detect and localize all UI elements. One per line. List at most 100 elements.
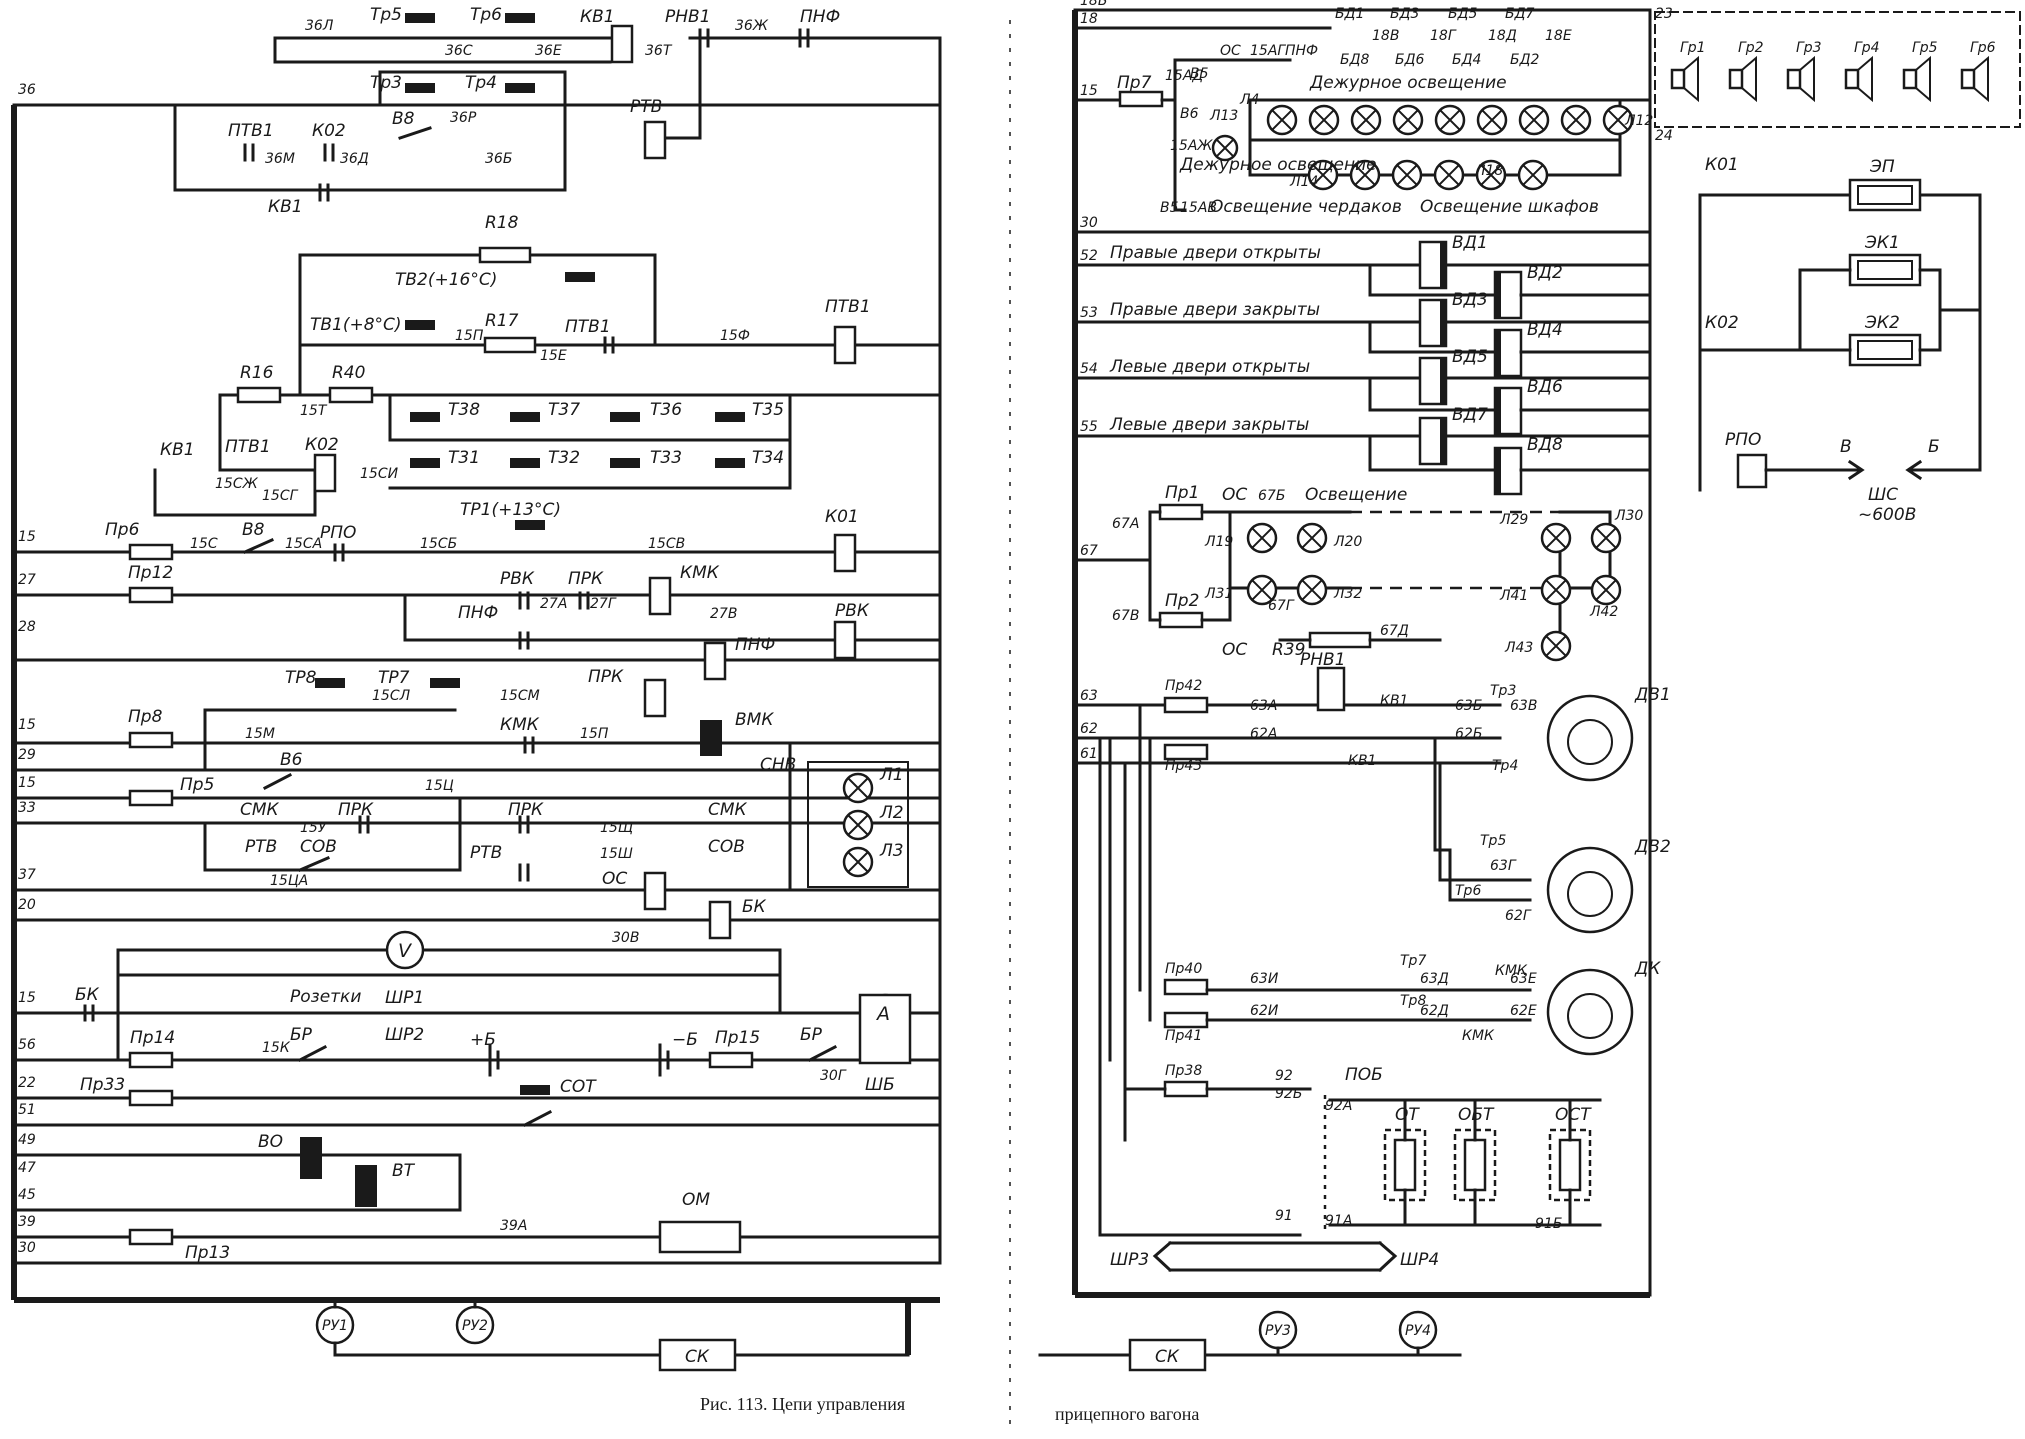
loudspeaker-label-Гр6: Гр6: [1970, 40, 1996, 56]
label-t31: Т31: [448, 448, 480, 468]
loudspeaker-label-Гр3: Гр3: [1796, 40, 1822, 56]
wire-label-30: 15Щ: [600, 820, 633, 836]
label-term-v: В: [1840, 437, 1852, 457]
attic-lamp-2: [1391, 159, 1423, 191]
top-wire-1: 15АЖ: [1170, 138, 1213, 154]
label-vo: ВО: [258, 1132, 283, 1152]
label-sot: СОТ: [560, 1077, 597, 1097]
loudspeaker-label-Гр2: Гр2: [1738, 40, 1764, 56]
bd-БД6: БД6: [1395, 52, 1425, 68]
contact-prk-a: ПРК: [338, 800, 374, 820]
fuse-pr33: [128, 1089, 174, 1107]
wire-number-51: 51: [18, 1102, 36, 1118]
duty-lamp-3: [1392, 104, 1424, 136]
motor-fuse-4: Пр38: [1165, 1063, 1202, 1079]
heater-circuit: [1698, 178, 1982, 492]
door-caption-0: Правые двери открыты: [1110, 243, 1321, 263]
motor-fuse-1: Пр43: [1165, 758, 1202, 774]
main-lamp-label-Л31: Л31: [1204, 586, 1233, 602]
motor-fuse-0: Пр42: [1165, 678, 1202, 694]
label-sockets: Розетки: [290, 987, 361, 1007]
motor-wire-12: 62Е: [1510, 1003, 1537, 1019]
wire-label-7: 36Д: [340, 151, 369, 167]
label-tr6: Тр6: [470, 5, 502, 25]
wire-number-30: 30: [18, 1240, 36, 1256]
left-lamps: [842, 772, 874, 878]
relay-os: [643, 871, 667, 911]
label-rtv: РТВ: [630, 97, 662, 117]
label-sw-v6: В6: [280, 750, 303, 770]
label-r16: R16: [240, 363, 274, 383]
motor-wire-11: 63Е: [1510, 971, 1537, 987]
label-l4: Л4: [1239, 92, 1259, 108]
label-rvk: РВК: [835, 601, 870, 621]
caption-left: Рис. 113. Цепи управления: [700, 1394, 905, 1414]
wire-number-37: 37: [18, 867, 36, 883]
motor-wire-1: 62А: [1250, 726, 1277, 742]
fuse-pr13: [128, 1228, 174, 1246]
right-wire-67: 67: [1080, 543, 1098, 559]
contact-rtv-a: РТВ: [245, 837, 277, 857]
label-tr4: Тр4: [465, 73, 497, 93]
label-pr8: Пр8: [128, 707, 163, 727]
main-contact-1: ОС: [1222, 640, 1247, 660]
main-wire-3: 67Г: [1268, 598, 1295, 614]
motor-wire-4: 62Б: [1455, 726, 1482, 742]
wire-number-39: 39: [18, 1214, 36, 1230]
contact-kv1: КВ1: [268, 197, 303, 217]
left-fuses: [128, 543, 754, 1246]
contact-pnf-top: ПНФ: [800, 7, 840, 27]
wire-label-1: 36С: [445, 43, 473, 59]
label-pr2: Пр2: [1165, 591, 1199, 611]
wire-label-29: 15Ш: [600, 846, 633, 862]
label-k01-heater: К01: [1705, 155, 1739, 175]
label-ot: ОТ: [1395, 1105, 1420, 1125]
wire-number-20: 20: [18, 897, 36, 913]
wire-number-45: 45: [18, 1187, 36, 1203]
main-lamp-label-Л20: Л20: [1333, 534, 1362, 550]
label-kv1: КВ1: [580, 7, 615, 27]
relay-kmk: [648, 576, 672, 616]
fuse-pr14: [128, 1051, 174, 1069]
left-switches: [243, 126, 838, 1128]
wire-label-17: 15СА: [285, 536, 322, 552]
loudspeaker-Гр2: [1728, 55, 1757, 103]
left-relays: [300, 24, 857, 1254]
label-t36: Т36: [650, 400, 682, 420]
bd-БД5: БД5: [1448, 6, 1478, 22]
wire-number-15: 15: [18, 775, 36, 791]
relay-pnf: [703, 641, 727, 681]
motor-thermo-1: Тр4: [1492, 758, 1518, 774]
caption-duty-1: Дежурное освещение: [1309, 73, 1507, 93]
motor-wire-6: 62Г: [1505, 908, 1532, 924]
relay-k02: [313, 453, 337, 493]
label-ek2: ЭК2: [1864, 313, 1900, 333]
main-lamp-Л20: [1296, 522, 1328, 554]
sk-right: [1128, 1338, 1207, 1372]
main-lamp-Л31: [1246, 574, 1278, 606]
right-wire-18: 18: [1080, 11, 1098, 27]
fuse-pr15: [708, 1051, 754, 1069]
main-lamp-Л43: [1540, 630, 1572, 662]
top-wire-0: 15АД: [1165, 68, 1203, 84]
label-pr33: Пр33: [80, 1075, 125, 1095]
loudspeaker-Гр3: [1786, 55, 1815, 103]
label-shs: ШС: [1868, 485, 1898, 505]
label-os: ОС: [602, 869, 627, 889]
bd-БД7: БД7: [1505, 6, 1535, 22]
wire-label-11: 15Ф: [720, 328, 750, 344]
motor-thermo-5: Тр8: [1400, 993, 1426, 1009]
label-r18: R18: [485, 213, 519, 233]
label-rpo: РПО: [1725, 430, 1761, 450]
motor-wire-15: 92А: [1325, 1098, 1352, 1114]
relay-k01: [833, 533, 857, 573]
sk-left: [658, 1338, 737, 1372]
contact-ptv1: ПТВ1: [228, 121, 274, 141]
door-relay-ВД3: ВД3: [1452, 290, 1488, 310]
label-pr5: Пр5: [180, 775, 214, 795]
door-relay-ВД4: ВД4: [1527, 320, 1563, 340]
label-sk-right: СК: [1155, 1347, 1180, 1367]
main-lamp-label-Л19: Л19: [1204, 534, 1233, 550]
label-sw-br2: БР: [800, 1025, 823, 1045]
label-shr2: ШР2: [385, 1025, 424, 1045]
